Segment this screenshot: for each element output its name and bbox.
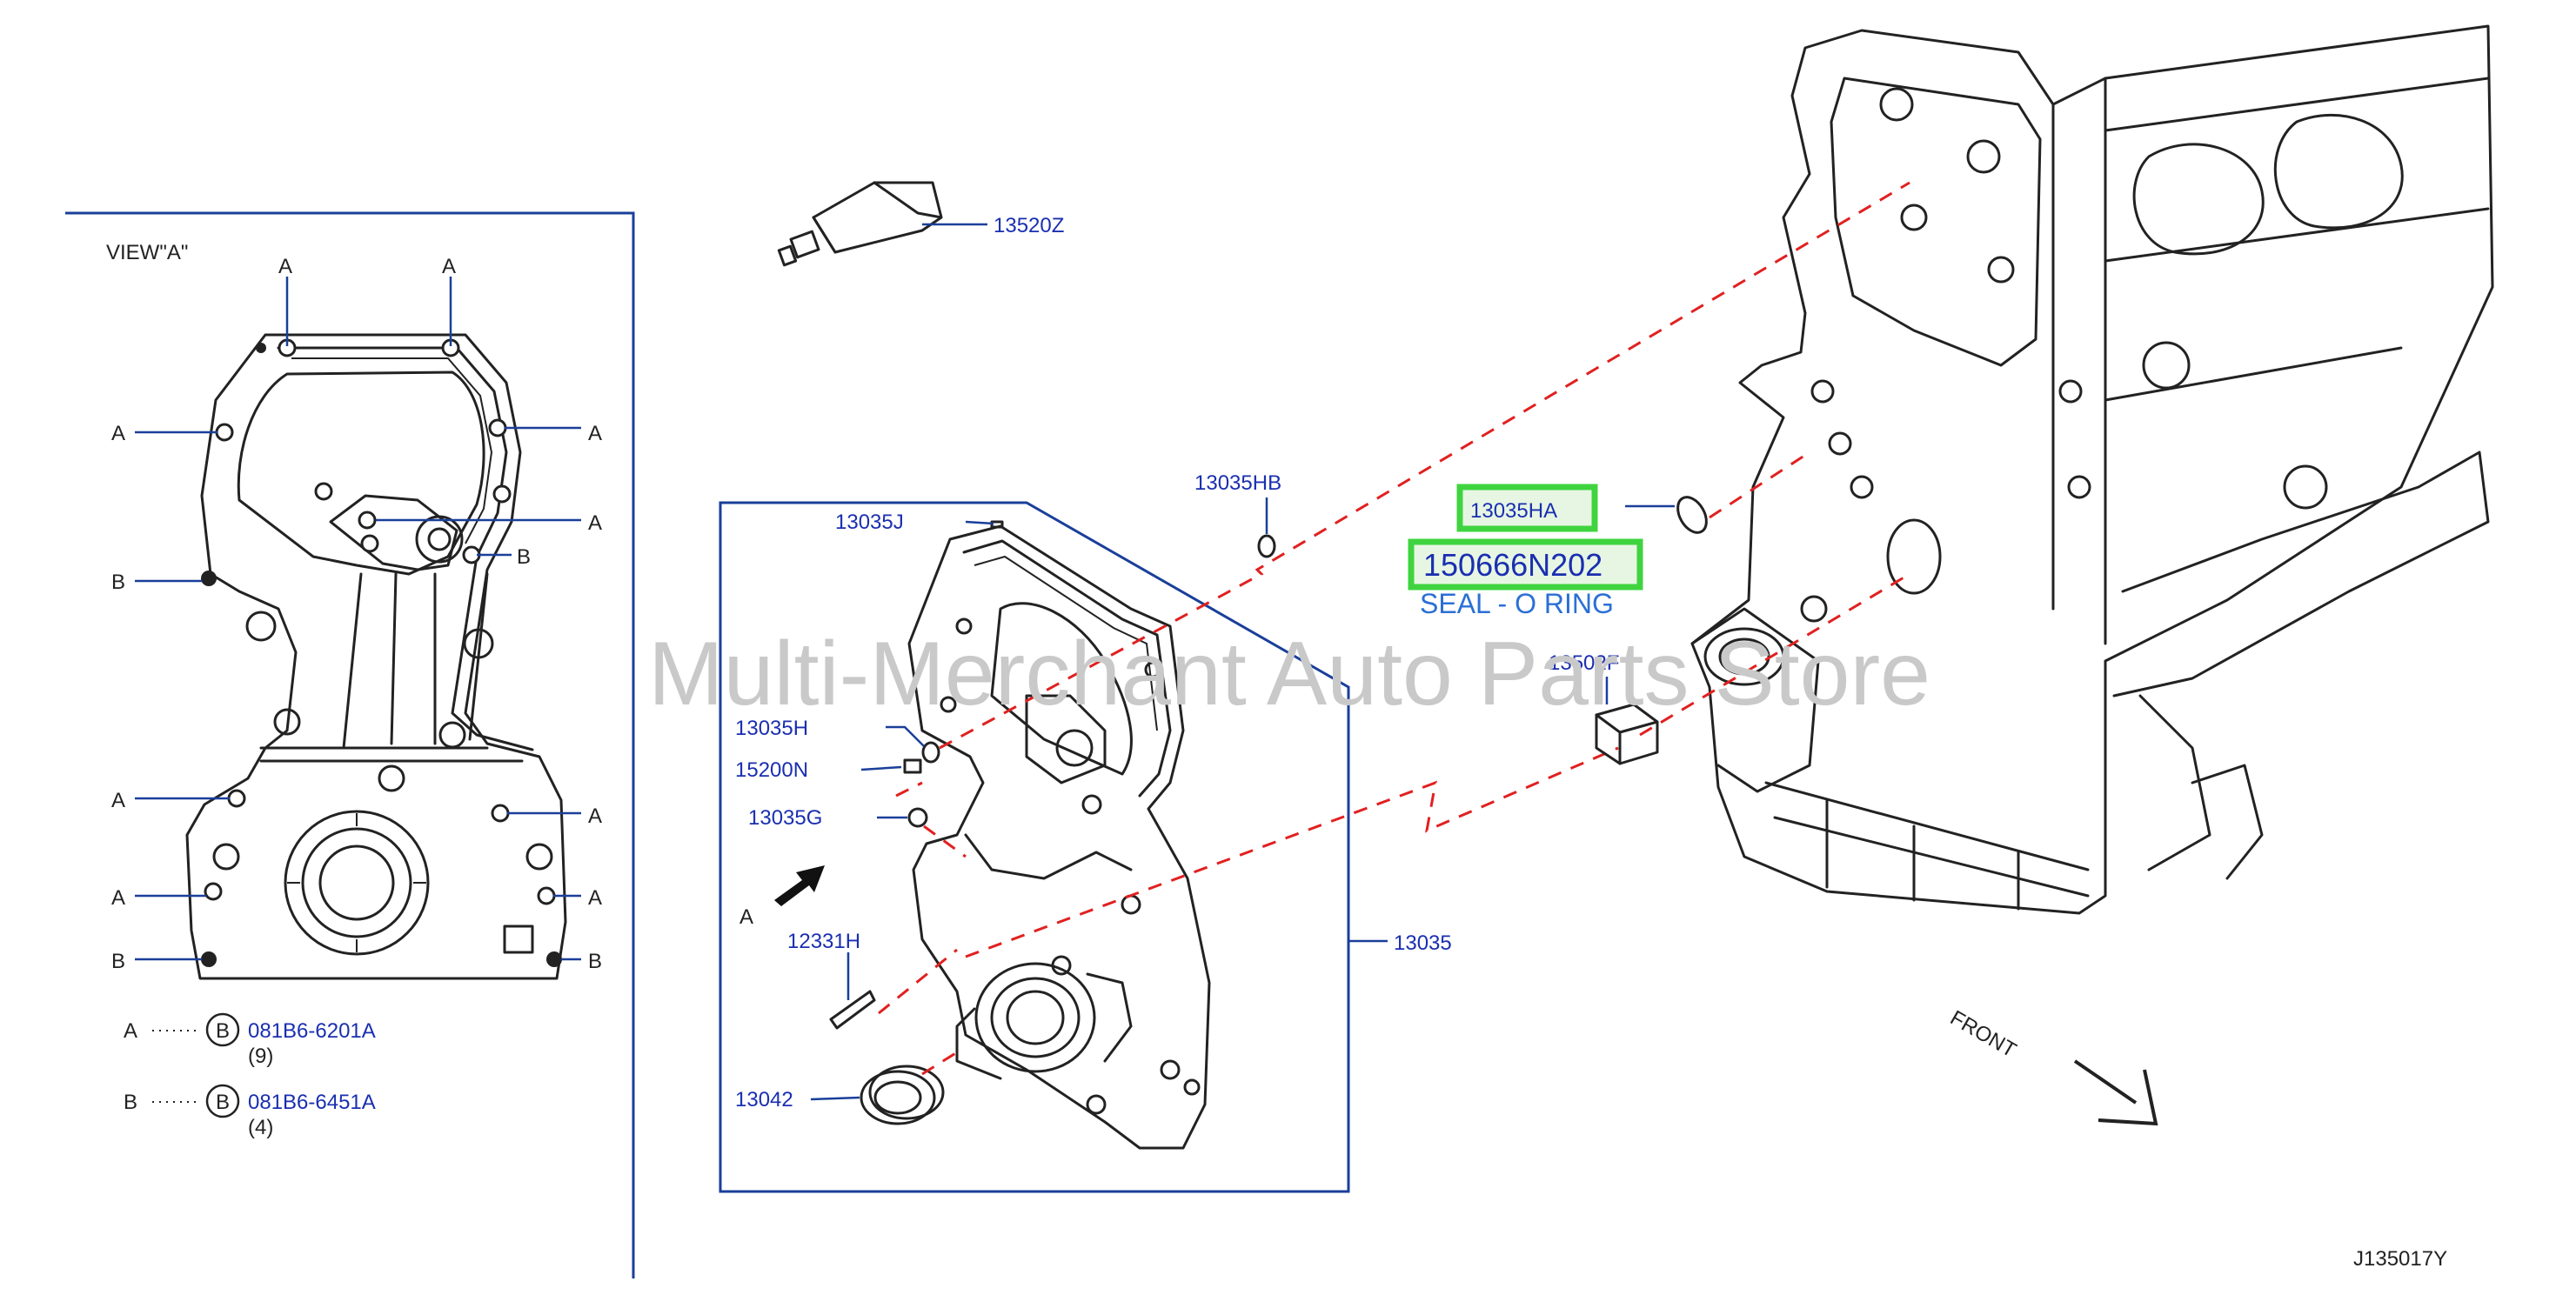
small-parts xyxy=(829,520,1004,1125)
marker-b: B xyxy=(111,571,125,594)
marker-b: B xyxy=(588,950,602,973)
sealant-tube-part[interactable]: 13520Z xyxy=(777,181,1064,267)
legend-marker: B xyxy=(124,1091,137,1114)
part-label-13035[interactable]: 13035 xyxy=(1394,931,1452,955)
oil-seal-13042 xyxy=(860,1065,945,1125)
highlight-box xyxy=(1460,487,1595,529)
view-arrow-icon xyxy=(774,865,825,906)
diagram-code: J135017Y xyxy=(2353,1247,2447,1271)
dashed-line-oring xyxy=(1709,451,1810,519)
front-indicator: FRONT xyxy=(1946,1006,2158,1126)
marker-a: A xyxy=(442,255,456,278)
front-label: FRONT xyxy=(1946,1006,2020,1063)
view-a-markers: A A A A A B B A A A A B B xyxy=(111,255,602,973)
view-a-title: VIEW"A" xyxy=(106,241,188,264)
bolt-symbol-icon xyxy=(205,1012,240,1047)
assembly-dashed-lines xyxy=(878,181,1910,1076)
part-13502f[interactable]: 13502F xyxy=(1549,651,1659,765)
part-label-13502f[interactable]: 13502F xyxy=(1549,651,1619,675)
marker-a: A xyxy=(111,422,125,445)
marker-a: A xyxy=(588,511,602,535)
o-ring-13035ha xyxy=(1676,496,1708,534)
front-arrow-icon xyxy=(2073,1059,2158,1126)
marker-a: A xyxy=(588,804,602,828)
legend-row: A B 081B6-6201A (9) xyxy=(124,1012,376,1068)
marker-a: A xyxy=(111,886,125,910)
part-label-12331h[interactable]: 12331H xyxy=(787,930,860,953)
timing-cover-assembly: A 13035J 13035H 15200N 13035G 12331H 130… xyxy=(719,501,1452,1193)
timing-cover-drawing xyxy=(907,524,1211,1150)
marker-b: B xyxy=(111,950,125,973)
legend-quantity: (9) xyxy=(248,1045,273,1068)
dashed-line-seal xyxy=(921,1051,958,1076)
o-ring-13035g xyxy=(907,807,928,828)
view-a-panel: VIEW"A" xyxy=(65,211,635,1278)
part-label-13035g[interactable]: 13035G xyxy=(748,806,822,830)
dashed-line-upper xyxy=(939,181,1910,750)
marker-a: A xyxy=(588,886,602,910)
legend-part-number[interactable]: 081B6-6201A xyxy=(248,1019,376,1043)
highlight-border xyxy=(1456,484,1598,532)
dashed-line-lower xyxy=(965,746,1619,958)
view-a-leaders xyxy=(135,277,581,961)
dowel-pin-12331h xyxy=(829,990,876,1030)
view-a-frame xyxy=(65,211,635,1278)
part-label-13035j[interactable]: 13035J xyxy=(835,511,904,534)
part-label-13035h[interactable]: 13035H xyxy=(735,717,808,740)
legend-marker: A xyxy=(124,1019,137,1043)
legend-quantity: (4) xyxy=(248,1116,273,1139)
dashed-line-dowel xyxy=(878,948,958,1015)
highlighted-part-number[interactable]: 150666N202 xyxy=(1408,538,1643,591)
bolt-symbol-letter: B xyxy=(216,1019,230,1043)
dashed-line-13035g xyxy=(923,824,967,858)
legend-part-number[interactable]: 081B6-6451A xyxy=(248,1091,376,1114)
marker-a: A xyxy=(278,255,292,278)
marker-b: B xyxy=(517,545,531,569)
part-label-13042[interactable]: 13042 xyxy=(735,1088,793,1111)
assembly-frame xyxy=(719,501,1350,1193)
highlighted-part-13035ha[interactable]: 13035HA xyxy=(1456,484,1712,537)
part-13035hb[interactable]: 13035HB xyxy=(1194,471,1281,558)
part-label-15200n[interactable]: 15200N xyxy=(735,758,808,782)
legend-row: B B 081B6-6451A (4) xyxy=(124,1084,376,1139)
marker-a: A xyxy=(111,789,125,812)
plug-15200n xyxy=(903,758,922,774)
o-ring-13035h xyxy=(921,741,940,764)
part-label-13035ha[interactable]: 13035HA xyxy=(1470,499,1557,523)
bolt-symbol-icon xyxy=(205,1084,240,1118)
dowel-13035j xyxy=(990,520,1004,529)
bolt-symbol-letter: B xyxy=(216,1091,230,1114)
bolt-legend: A B 081B6-6201A (9) B B 081B6-6451A (4) xyxy=(124,1012,376,1139)
dashed-line-13502f xyxy=(1639,572,1910,737)
view-a-cover-drawing xyxy=(185,333,567,980)
dashed-line-plug xyxy=(895,781,923,798)
assembly-leaders xyxy=(810,520,1388,1101)
view-arrow-label: A xyxy=(739,905,753,929)
view-a-arrow: A xyxy=(739,865,825,929)
marker-a: A xyxy=(588,422,602,445)
part-description: SEAL - O RING xyxy=(1420,588,1614,619)
part-label-13520z[interactable]: 13520Z xyxy=(994,214,1064,237)
highlight-box xyxy=(1411,542,1640,587)
part-number-150666n202[interactable]: 150666N202 xyxy=(1423,547,1602,583)
watermark: Multi-Merchant Auto Parts Store xyxy=(648,624,1930,724)
highlight-border xyxy=(1408,538,1643,591)
engine-block-drawing xyxy=(1690,24,2494,915)
part-label-13035hb[interactable]: 13035HB xyxy=(1194,471,1281,495)
